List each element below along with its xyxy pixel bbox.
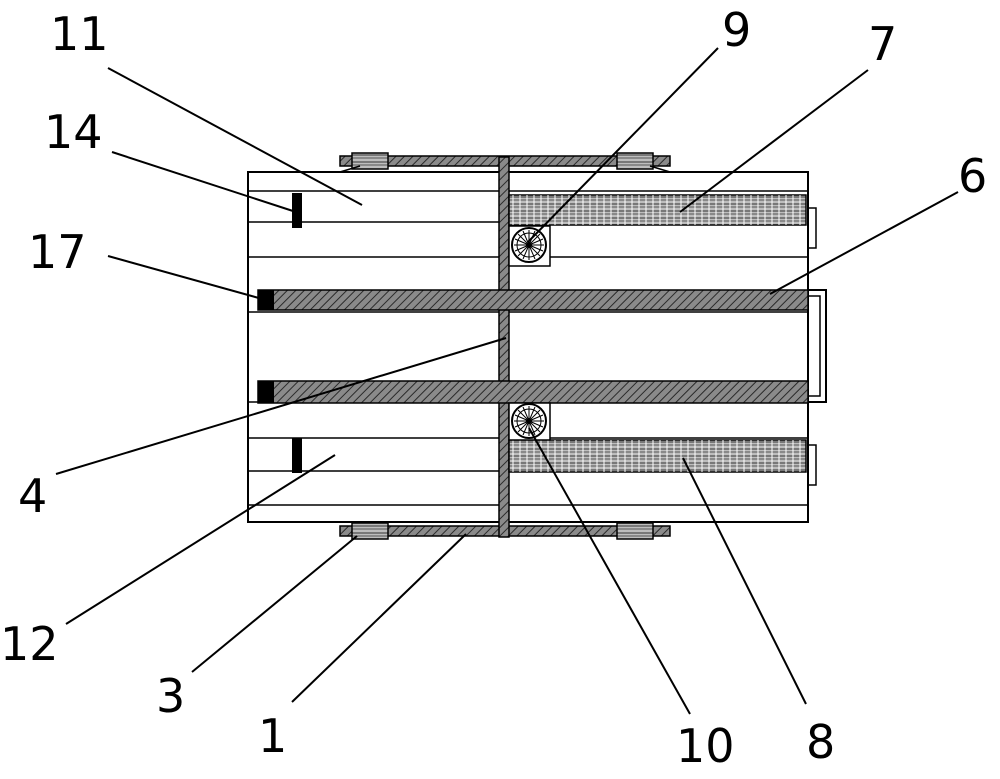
handle xyxy=(808,290,826,402)
label-4: 4 xyxy=(18,469,47,523)
label-10: 10 xyxy=(676,719,735,773)
label-6: 6 xyxy=(958,149,987,203)
central-shaft xyxy=(499,157,509,537)
label-3: 3 xyxy=(156,669,185,723)
label-14: 14 xyxy=(44,105,103,159)
lower-bar xyxy=(258,381,808,403)
label-11: 11 xyxy=(50,7,109,61)
label-9: 9 xyxy=(722,3,751,57)
lower-rack xyxy=(509,440,806,472)
upper-bar xyxy=(258,290,808,310)
label-8: 8 xyxy=(806,715,835,769)
label-12: 12 xyxy=(0,617,59,671)
upper-rack xyxy=(509,195,806,225)
label-7: 7 xyxy=(868,17,897,71)
lower-end-block xyxy=(258,381,274,403)
lower-stopper xyxy=(292,438,302,473)
lower-gear xyxy=(509,403,550,440)
label-17: 17 xyxy=(28,225,87,279)
upper-gear xyxy=(509,226,550,266)
label-1: 1 xyxy=(258,709,287,763)
